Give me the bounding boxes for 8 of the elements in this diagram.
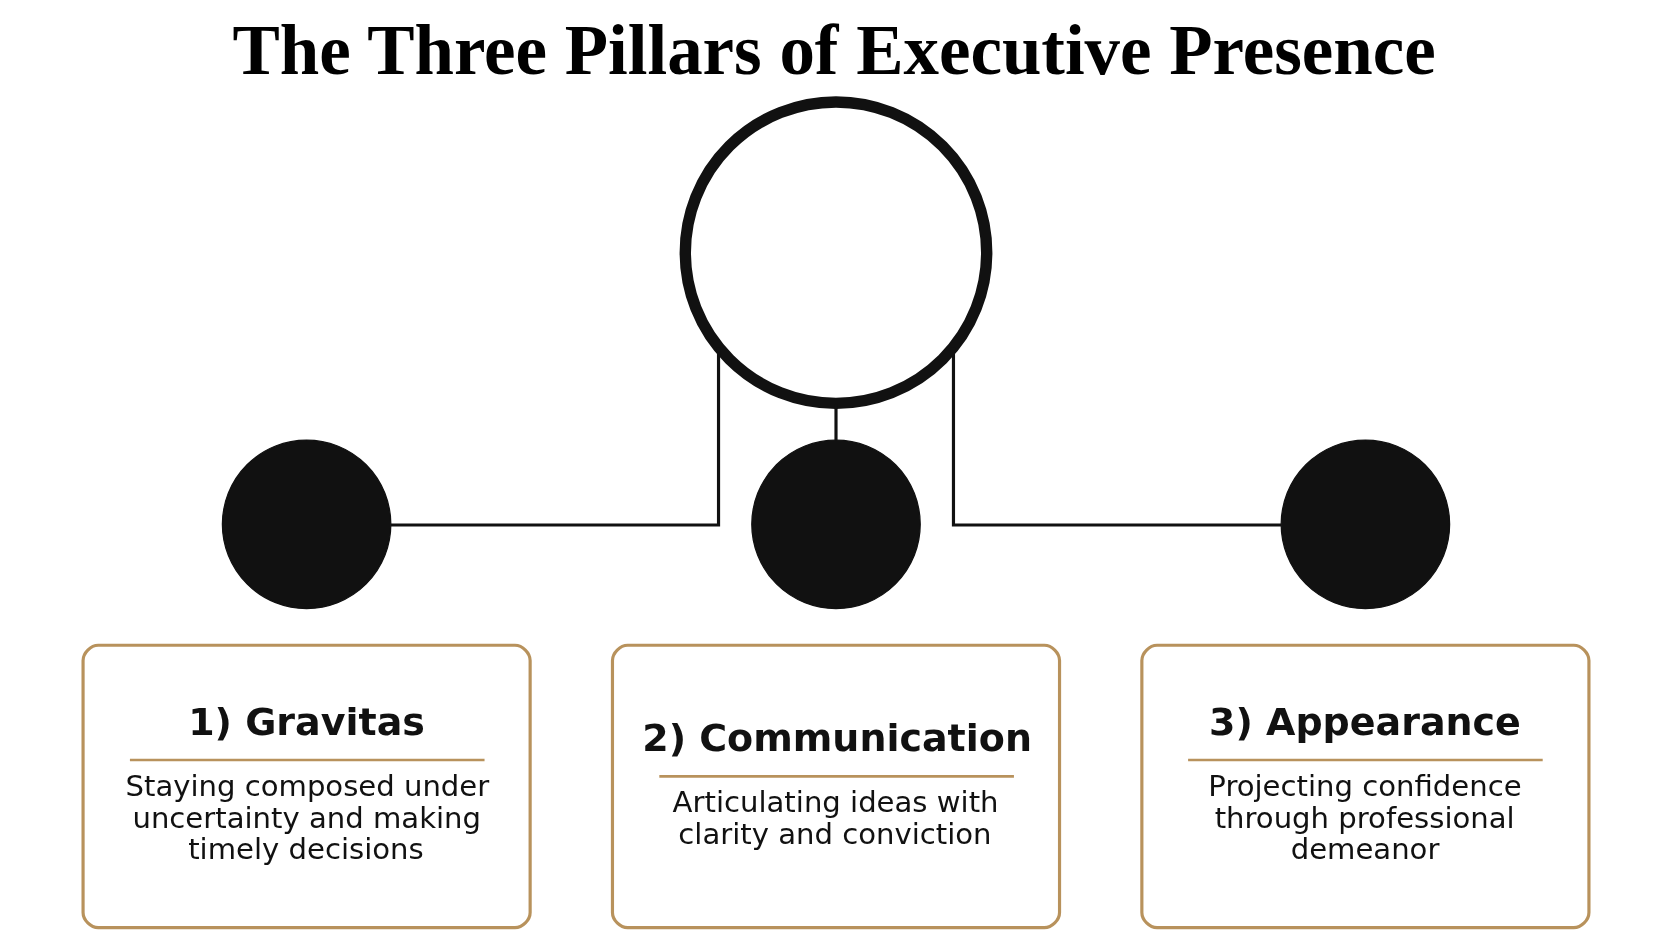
diagram-title: The Three Pillars of Executive Presence <box>232 10 1436 89</box>
node-box: 2) Communication Articulating ideas with clarity and conviction <box>610 643 1062 930</box>
node-circle <box>751 439 921 610</box>
node-box: 3) Appearance Projecting confidence through professional demeanor <box>1140 643 1591 930</box>
node-circle <box>221 439 392 610</box>
node-circle <box>679 96 993 410</box>
node-box: 1) Gravitas Staying composed under uncertainty and making timely decisions <box>81 643 532 930</box>
node-circle <box>1280 439 1451 610</box>
